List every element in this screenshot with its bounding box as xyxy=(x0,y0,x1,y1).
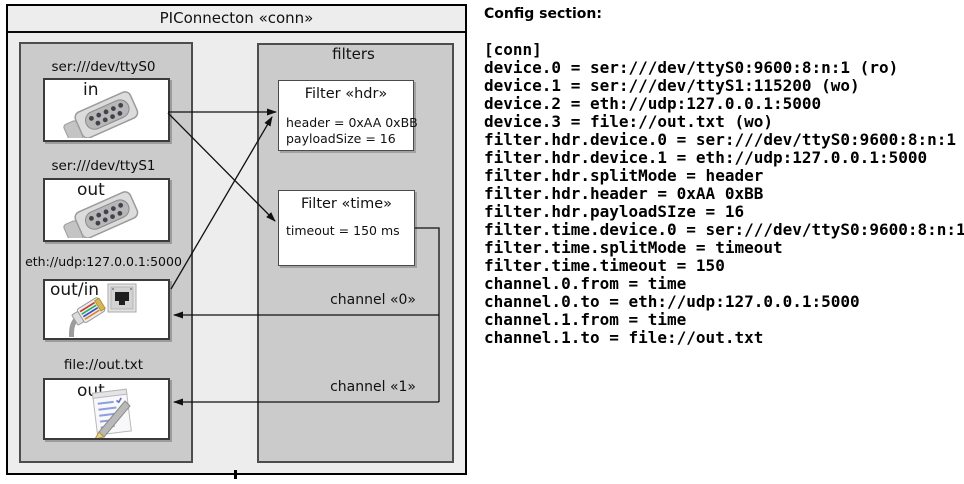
config-line: device.1 = ser:///dev/ttyS1:115200 (wo) xyxy=(484,76,860,95)
config-line: device.2 = eth://udp:127.0.0.1:5000 xyxy=(484,94,822,113)
config-line: [conn] xyxy=(484,40,542,59)
device-label-ttys0: ser:///dev/ttyS0 xyxy=(51,59,156,75)
device-direction-label: out/in xyxy=(50,280,100,300)
config-line: channel.1.to = file://out.txt xyxy=(484,328,764,347)
config-line: filter.hdr.device.1 = eth://udp:127.0.0.… xyxy=(484,148,928,167)
ethernet-plug-icon xyxy=(68,297,106,337)
config-section: Config section: [conn]device.0 = ser:///… xyxy=(484,6,964,347)
device-box-eth: out/in xyxy=(43,279,170,340)
config-line: filter.hdr.header = 0xAA 0xBB xyxy=(484,184,764,203)
device-box-ttys0: in xyxy=(43,78,170,142)
ethernet-jack-icon xyxy=(107,283,137,313)
config-lines: [conn]device.0 = ser:///dev/ttyS0:9600:8… xyxy=(484,41,964,347)
config-line: filter.hdr.payloadSIze = 16 xyxy=(484,202,745,221)
device-label-eth: eth://udp:127.0.0.1:5000 xyxy=(25,254,182,269)
config-line: device.0 = ser:///dev/ttyS0:9600:8:n:1 (… xyxy=(484,58,899,77)
filter-hdr-title: Filter «hdr» xyxy=(304,86,388,102)
filters-panel-title: filters xyxy=(332,45,375,63)
notepad-icon xyxy=(91,388,132,438)
config-line: filter.hdr.device.0 = ser:///dev/ttyS0:9… xyxy=(484,130,957,149)
device-box-file: out xyxy=(43,378,170,440)
filter-attr: payloadSize = 16 xyxy=(286,131,396,146)
filter-time-title: Filter «time» xyxy=(300,196,393,212)
config-line: channel.0.from = time xyxy=(484,274,687,293)
channel-0-label: channel «0» xyxy=(330,292,416,308)
device-label-ttys1: ser:///dev/ttyS1 xyxy=(51,158,156,174)
config-line: filter.time.splitMode = timeout xyxy=(484,238,783,257)
filter-attr: timeout = 150 ms xyxy=(286,223,400,238)
device-direction-label: in xyxy=(83,80,99,100)
device-label-file: file://out.txt xyxy=(63,357,144,373)
config-line: filter.time.timeout = 150 xyxy=(484,256,725,275)
filter-time-box: Filter «time» timeout = 150 ms xyxy=(278,190,415,266)
diagram-title: PIConnecton «conn» xyxy=(8,6,465,33)
config-line: channel.0.to = eth://udp:127.0.0.1:5000 xyxy=(484,292,860,311)
config-line: filter.hdr.splitMode = header xyxy=(484,166,764,185)
config-section-title: Config section: xyxy=(484,6,602,22)
config-line: filter.time.device.0 = ser:///dev/ttyS0:… xyxy=(484,220,964,239)
serial-connector-icon xyxy=(63,91,139,138)
filter-attr: header = 0xAA 0xBB xyxy=(286,115,418,130)
serial-connector-icon xyxy=(63,191,139,238)
config-line: device.3 = file://out.txt (wo) xyxy=(484,112,773,131)
channel-1-label: channel «1» xyxy=(330,379,416,395)
filter-time-attrs: timeout = 150 ms xyxy=(286,223,400,239)
device-box-ttys1: out xyxy=(43,178,170,242)
config-line: channel.1.from = time xyxy=(484,310,687,329)
device-direction-label: out xyxy=(77,180,105,200)
